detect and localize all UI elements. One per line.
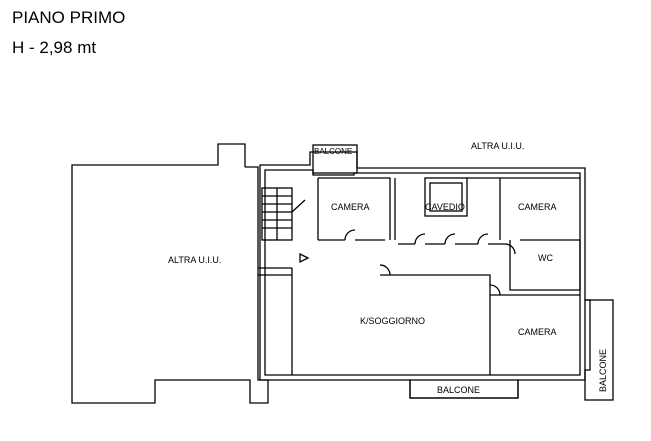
plan-height: H - 2,98 mt: [12, 38, 97, 57]
label-camera-3: CAMERA: [518, 327, 557, 337]
label-camera-1: CAMERA: [331, 202, 370, 212]
label-wc: WC: [538, 253, 553, 263]
apartment-outer-wall-inner: [264, 169, 581, 376]
label-camera-2: CAMERA: [518, 202, 557, 212]
balcone-bottom-outline: [409, 379, 519, 399]
label-altra-uiu-top: ALTRA U.I.U.: [471, 141, 524, 151]
altra-uiu-left-outline: [71, 143, 269, 404]
balcone-top-outline: [312, 144, 358, 174]
label-balcone-right: BALCONE: [598, 349, 608, 392]
label-altra-uiu-left: ALTRA U.I.U.: [168, 255, 221, 265]
label-balcone-bottom: BALCONE: [437, 385, 480, 395]
plan-title: PIANO PRIMO: [12, 8, 126, 27]
cavedio-shaft: [424, 177, 468, 217]
label-soggiorno: K/SOGGIORNO: [360, 316, 425, 326]
label-balcone-top: BALCONE: [314, 147, 352, 156]
balcone-right-outline: [584, 299, 614, 401]
label-cavedio: CAVEDIO: [425, 202, 465, 212]
